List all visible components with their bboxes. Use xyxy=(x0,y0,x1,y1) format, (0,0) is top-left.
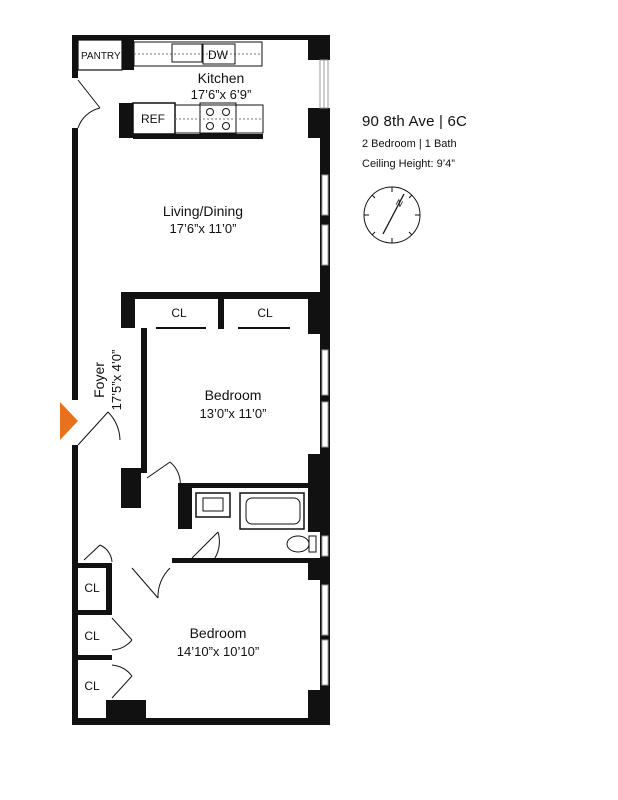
wall-right-h xyxy=(308,558,330,580)
kitchen-fixtures xyxy=(77,39,264,135)
wall-bed1-left xyxy=(141,328,147,473)
dishwasher-label: DW xyxy=(208,48,229,62)
toilet xyxy=(286,535,310,553)
living-dims: 17’6”x 11’0” xyxy=(170,221,237,236)
door-bath xyxy=(191,531,220,559)
listing-layout: 2 Bedroom | 1 Bath xyxy=(362,138,457,150)
doors xyxy=(77,79,290,699)
compass-needle xyxy=(382,193,405,235)
wall-cl3-right xyxy=(106,700,114,725)
refrigerator-label: REF xyxy=(141,112,165,126)
wall-bath-left xyxy=(178,483,192,529)
wall-right-b xyxy=(308,108,330,138)
wall-bed2-corner xyxy=(112,700,146,725)
wall-bed1-left-block xyxy=(121,468,141,508)
window-bed1-b xyxy=(321,401,329,448)
window-bed2-a xyxy=(321,584,329,636)
wall-kitchen-upper-stub xyxy=(122,40,134,70)
listing-info: 90 8th Ave | 6C 2 Bedroom | 1 Bath Ceili… xyxy=(362,113,467,170)
door-cl3 xyxy=(111,664,133,699)
bedroom2-name: Bedroom xyxy=(190,625,247,641)
closet-label-hall: CL xyxy=(84,581,100,595)
window-living-b xyxy=(321,224,329,266)
bathtub xyxy=(239,492,305,530)
door-bed1 xyxy=(146,461,181,489)
kitchen-name: Kitchen xyxy=(198,70,245,86)
closet-label-cl2: CL xyxy=(84,629,100,643)
pantry-label: PANTRY xyxy=(81,51,121,62)
wall-right-a xyxy=(308,35,330,60)
wall-bath-bottom xyxy=(172,558,322,563)
bedroom1-name: Bedroom xyxy=(205,387,262,403)
closet-label-cl3: CL xyxy=(84,679,100,693)
range xyxy=(199,102,237,135)
door-hall-closet xyxy=(83,544,113,563)
living-name: Living/Dining xyxy=(163,203,243,219)
kitchen-dims: 17’6”x 6’9” xyxy=(191,87,252,102)
dishwasher-box xyxy=(202,43,236,65)
door-cl2 xyxy=(111,617,133,651)
closet-label-bed1-b: CL xyxy=(257,306,273,320)
vanity-sink xyxy=(195,492,231,518)
wall-right-c xyxy=(320,138,330,298)
wall-right-j xyxy=(308,690,330,725)
listing-address: 90 8th Ave | 6C xyxy=(362,113,468,130)
compass-icon: N xyxy=(363,186,421,244)
wall-cl2-bottom xyxy=(72,655,112,660)
door-kitchen xyxy=(77,79,101,129)
bedroom1-dims: 13’0”x 11’0” xyxy=(200,406,267,421)
door-bed2 xyxy=(131,567,171,599)
pantry-box xyxy=(77,39,123,71)
wall-left-upper xyxy=(72,35,78,78)
sink xyxy=(171,43,203,63)
windows xyxy=(319,59,329,686)
labels: PANTRY DW REF Kitchen 17’6”x 6’9” Living… xyxy=(81,48,273,693)
bath-fixtures xyxy=(195,492,317,553)
wall-bed1-top xyxy=(121,292,321,299)
window-bath xyxy=(321,535,329,557)
foyer-name: Foyer xyxy=(91,362,107,398)
listing-ceiling-height: Ceiling Height: 9’4” xyxy=(362,158,455,170)
window-bed2-b xyxy=(321,639,329,686)
wall-right-f xyxy=(308,454,330,532)
door-entry xyxy=(77,411,121,446)
wall-bed2-top xyxy=(72,563,112,568)
wall-right-d xyxy=(308,292,330,334)
bedroom2-dims: 14’10”x 10’10” xyxy=(177,644,259,659)
wall-top xyxy=(72,35,330,40)
entry-arrow-icon xyxy=(60,402,78,440)
wall-bath-top xyxy=(178,483,320,488)
window-living-a xyxy=(321,174,329,216)
wall-closet-divider xyxy=(218,299,224,329)
svg-text:N: N xyxy=(394,197,404,209)
wall-left-mid xyxy=(72,128,78,400)
kitchen-base-wall xyxy=(119,103,133,138)
wall-left-lower xyxy=(72,445,78,725)
kitchen-base-strip xyxy=(133,134,263,139)
wall-bed1-left-stub xyxy=(121,292,135,328)
wall-bottom xyxy=(72,718,330,725)
window-bed1-a xyxy=(321,349,329,396)
foyer-dims: 17’5”x 4’0” xyxy=(109,350,124,411)
wall-cl1-right xyxy=(106,563,112,613)
wall-cl1-bottom xyxy=(72,610,112,615)
closet-label-bed1-a: CL xyxy=(171,306,187,320)
